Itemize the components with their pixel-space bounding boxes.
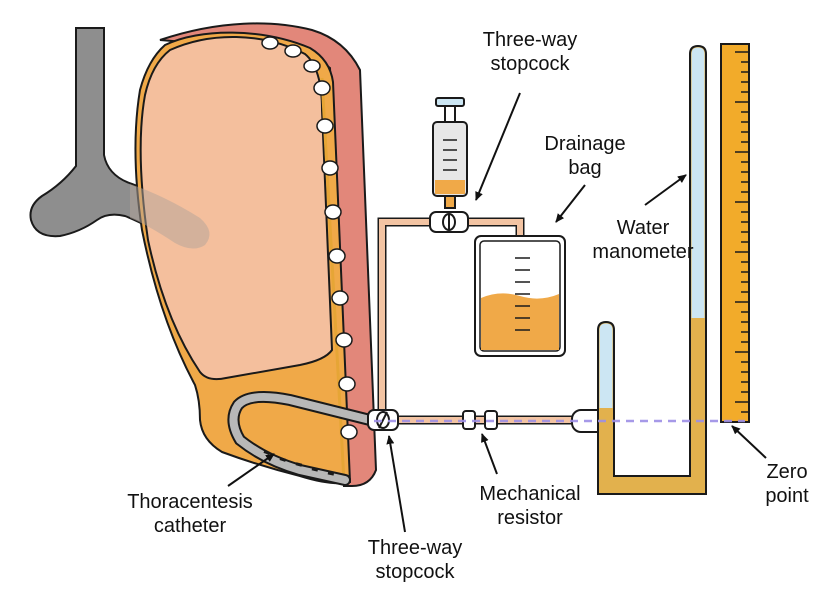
label-line: Drainage xyxy=(544,133,626,155)
bronchus xyxy=(130,184,210,249)
syringe xyxy=(432,97,468,209)
label-line: bag xyxy=(568,157,602,179)
label-line: stopcock xyxy=(375,561,455,583)
lung xyxy=(139,35,334,381)
label-line: Thoracentesis xyxy=(127,491,253,513)
label-arrows xyxy=(227,92,767,533)
label-line: manometer xyxy=(592,241,694,263)
label-line: catheter xyxy=(153,515,227,537)
label-thoracentesis-catheter: Thoracentesis catheter xyxy=(110,490,270,538)
label-line: Mechanical xyxy=(479,483,581,505)
label-drainage-bag: Drainage bag xyxy=(530,132,640,180)
label-zero-point: Zero point xyxy=(752,460,822,508)
label-water-manometer: Water manometer xyxy=(578,216,708,264)
label-line: point xyxy=(765,485,809,507)
label-line: Three-way xyxy=(367,537,463,559)
label-line: resistor xyxy=(497,507,563,529)
label-three-way-stopcock-top: Three-way stopcock xyxy=(470,28,590,76)
drainage-bag xyxy=(474,235,566,357)
water-manometer xyxy=(597,44,707,495)
label-line: Water xyxy=(616,217,670,239)
ruler xyxy=(720,43,750,423)
label-line: Three-way xyxy=(482,29,578,51)
label-three-way-stopcock-bottom: Three-way stopcock xyxy=(355,536,475,584)
label-mechanical-resistor: Mechanical resistor xyxy=(460,482,600,530)
three-way-stopcock-bottom xyxy=(367,409,399,431)
ribs xyxy=(261,36,358,440)
label-line: stopcock xyxy=(490,53,570,75)
three-way-stopcock-top xyxy=(429,211,469,233)
label-line: Zero xyxy=(766,461,808,483)
